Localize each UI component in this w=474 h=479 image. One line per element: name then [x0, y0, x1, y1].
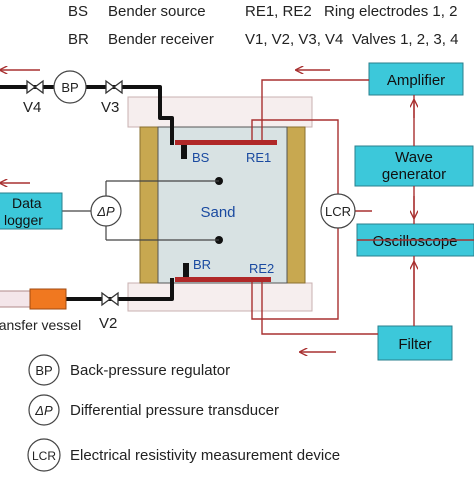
legend-br-desc: Bender receiver	[108, 31, 214, 48]
lcr-loop-wire	[251, 119, 339, 320]
ring-electrode-2	[175, 277, 271, 282]
legend-v-desc: Valves 1, 2, 3, 4	[352, 31, 458, 48]
legend-bp-symbol	[28, 354, 60, 386]
legend-lcr-symbol	[27, 438, 61, 472]
porous-stone-left	[139, 126, 159, 284]
valve-v4-icon[interactable]	[26, 79, 44, 95]
ring-electrode-1	[175, 140, 277, 145]
lcr-meter[interactable]	[320, 193, 356, 229]
data-logger-box[interactable]	[0, 192, 63, 230]
valve-v2-icon[interactable]	[101, 291, 119, 307]
vessel-body	[0, 290, 31, 308]
data-logger-line1: Data	[12, 195, 42, 211]
legend-br-abbr: BR	[68, 31, 89, 48]
amplifier-box[interactable]	[368, 62, 464, 96]
legend-re-desc: Ring electrodes 1, 2	[324, 3, 457, 20]
wave-generator-box[interactable]	[354, 145, 474, 187]
re2-label: RE2	[249, 261, 274, 276]
v3-label: V3	[101, 99, 119, 116]
legend-bs-desc: Bender source	[108, 3, 206, 20]
transfer-vessel[interactable]	[0, 288, 67, 310]
legend-lcr-text: Electrical resistivity measurement devic…	[70, 447, 340, 464]
bp-label: BP	[61, 80, 78, 95]
legend-top: BS Bender source BR Bender receiver RE1,…	[68, 3, 458, 48]
bottom-feed-pipe	[66, 278, 174, 301]
amplifier-label: Amplifier	[387, 72, 445, 89]
legend-dp-sym: ΔP	[34, 403, 53, 418]
legend-bp-text: Back-pressure regulator	[70, 362, 230, 379]
oscilloscope-label: Oscilloscope	[372, 233, 457, 250]
v2-label: V2	[99, 315, 117, 332]
differential-pressure-transducer[interactable]	[90, 195, 122, 227]
dp-upper-line	[105, 180, 219, 196]
back-pressure-regulator[interactable]	[53, 70, 87, 104]
bender-receiver	[183, 263, 189, 277]
re2-to-filter-wire	[261, 282, 378, 335]
dp-wiring	[62, 180, 219, 241]
filter-box[interactable]	[377, 325, 453, 361]
valve-v3-icon[interactable]	[105, 79, 123, 95]
transfer-vessel-label: Transfer vessel	[0, 317, 81, 333]
legend-lcr-sym: LCR	[32, 449, 56, 463]
filter-label: Filter	[398, 336, 431, 353]
sand-specimen	[157, 126, 288, 284]
v4-label: V4	[23, 99, 41, 116]
lcr-label: LCR	[325, 204, 351, 219]
triaxial-cell: Sand	[127, 96, 313, 312]
br-label: BR	[193, 257, 211, 272]
data-logger-line2: logger	[4, 212, 43, 228]
legend-bs-abbr: BS	[68, 3, 88, 20]
dp-label: ΔP	[96, 204, 115, 219]
legend-dp-text: Differential pressure transducer	[70, 402, 279, 419]
electrodes: BS RE1 BR RE2	[175, 140, 277, 282]
bs-label: BS	[192, 150, 210, 165]
valves	[26, 79, 123, 307]
sand-label: Sand	[200, 204, 235, 221]
legend-re-abbr: RE1, RE2	[245, 3, 312, 20]
wave-generator-line1: Wave	[395, 149, 433, 166]
legend-v-abbr: V1, V2, V3, V4	[245, 31, 343, 48]
dp-lower-line	[105, 226, 219, 241]
wave-generator-line2: generator	[382, 166, 446, 183]
vessel-piston	[29, 288, 67, 310]
porous-stone-right	[286, 126, 306, 284]
bender-source	[181, 145, 187, 159]
legend-dp-symbol	[28, 394, 60, 426]
legend-bottom: BP Back-pressure regulator ΔP Differenti…	[27, 354, 340, 472]
top-cap	[127, 96, 313, 128]
legend-bp-sym: BP	[35, 363, 52, 378]
re1-label: RE1	[246, 150, 271, 165]
